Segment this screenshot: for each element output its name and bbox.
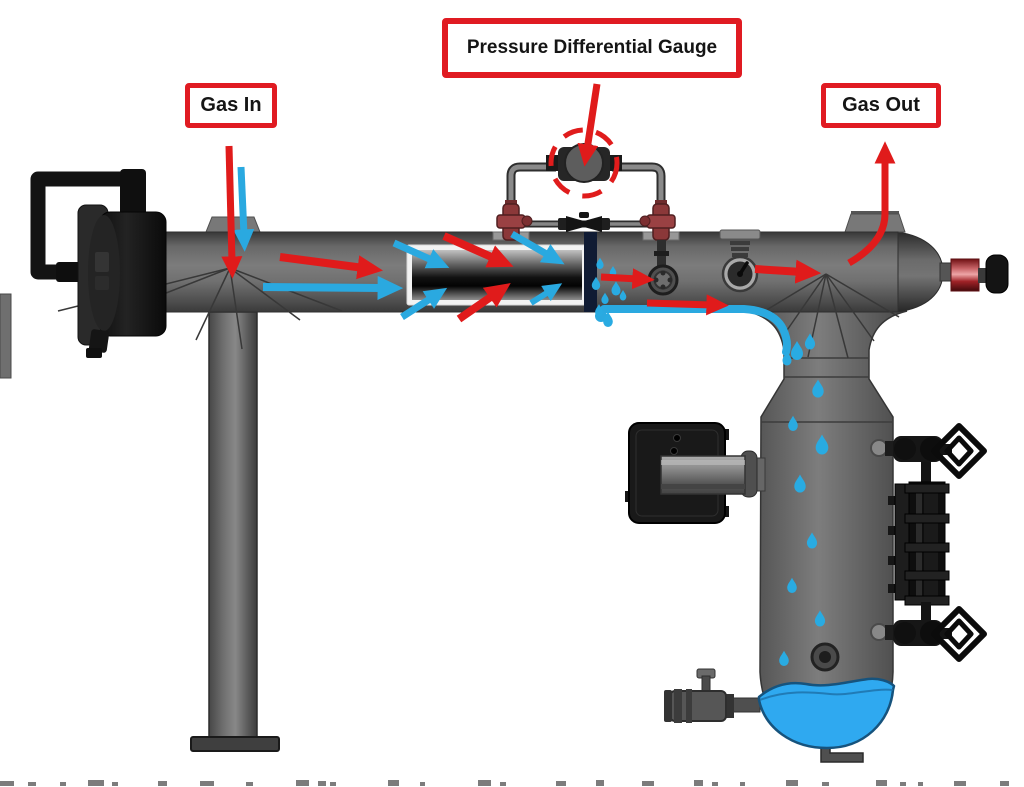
dashed-highlight-circle [548, 127, 620, 199]
liquid-droplets [591, 257, 829, 666]
dirty-gas-arrows [221, 83, 896, 323]
dp-gauge-piping [492, 127, 680, 241]
support-leg [190, 311, 280, 752]
tube-sheet [584, 232, 597, 312]
gauge-column [888, 481, 950, 606]
liquid-pool [757, 677, 896, 750]
gauge-isolation-valve-lower [870, 606, 987, 662]
differential-gauge [546, 127, 622, 199]
equalizer-valve [558, 212, 610, 232]
pressure-gauge [719, 229, 761, 293]
pipe-end-cap [896, 231, 1009, 313]
callout-gas-out: Gas Out [821, 83, 941, 128]
callout-pressure-differential-gauge: Pressure Differential Gauge [442, 18, 742, 78]
gas-in-red-arrow [221, 145, 243, 279]
diamond-handle [931, 423, 987, 479]
gas-out-arrow [847, 141, 896, 267]
diamond-handle [931, 606, 987, 662]
vertical-separator-vessel [745, 310, 908, 763]
callout-pointer-arrow [577, 83, 601, 167]
caption-crop-fragments [0, 780, 1009, 786]
red-fitting [950, 258, 980, 292]
liquid-level-controller [625, 422, 766, 524]
dp-tap-valve-right [639, 200, 680, 241]
level-gauge [870, 423, 987, 662]
gas-in-blue-arrow [233, 166, 255, 252]
outlet-vane-lines [759, 273, 900, 359]
quick-closure [77, 204, 167, 358]
clean-gas-arrows [233, 166, 565, 320]
outlet-nozzle [844, 211, 906, 233]
end-knob [985, 254, 1009, 294]
callout-gas-in: Gas In [185, 83, 277, 128]
drain-valve [664, 668, 761, 723]
gauge-isolation-valve-upper [870, 423, 987, 479]
